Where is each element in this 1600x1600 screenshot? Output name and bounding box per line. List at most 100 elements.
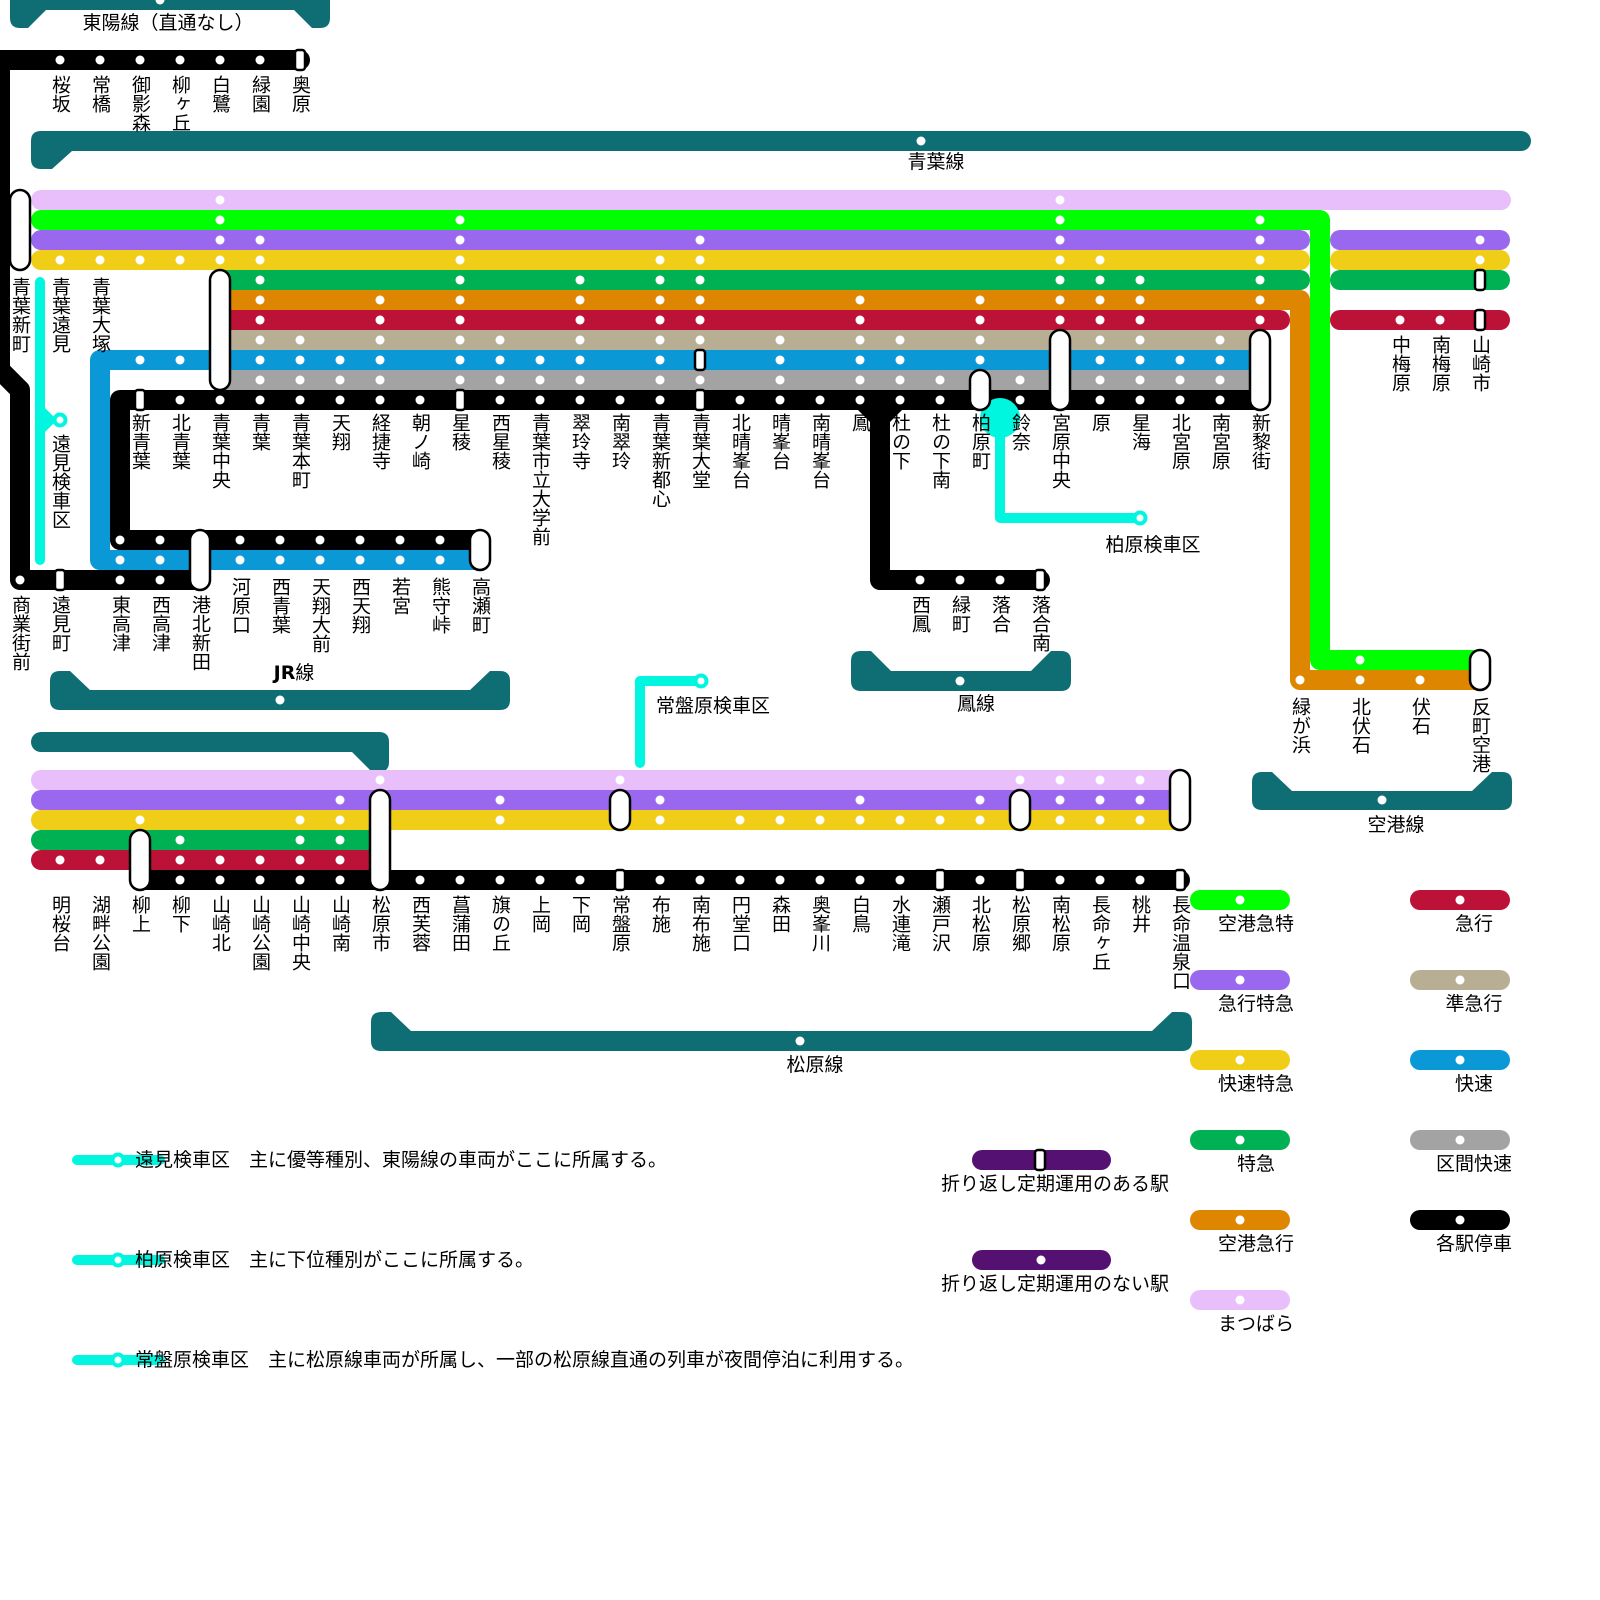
station-label: 杜の下	[889, 413, 911, 470]
station-label: 菖蒲田	[449, 895, 471, 952]
turnback-station-marker	[53, 568, 67, 592]
stop-dot	[915, 575, 925, 585]
legend-swatch-dot	[1235, 975, 1245, 985]
turnback-station-marker	[933, 868, 947, 892]
stop-dot	[695, 295, 705, 305]
turnback-station-marker	[1248, 328, 1272, 412]
stop-dot	[175, 355, 185, 365]
stop-dot	[175, 55, 185, 65]
legend-label-rapid: 快速	[1454, 1073, 1494, 1095]
stop-dot	[315, 555, 325, 565]
station-label: 北松原	[969, 895, 991, 952]
legend-swatch-dot	[1235, 1055, 1245, 1065]
turnback-station-marker	[1473, 308, 1487, 332]
station-label: 青葉大堂	[689, 413, 711, 489]
stop-dot	[335, 795, 345, 805]
station-label: 北伏石	[1349, 697, 1371, 754]
station-markers	[8, 48, 1492, 892]
station-label: 西高津	[149, 595, 171, 652]
stop-dot	[575, 395, 585, 405]
bracket-airport-dot	[1377, 795, 1387, 805]
stop-dot	[175, 855, 185, 865]
station-label: 山崎公園	[249, 895, 271, 971]
stop-dot	[495, 815, 505, 825]
station-label: 新黎街	[1249, 413, 1271, 470]
station-label: 西天翔	[349, 577, 371, 634]
bracket-airport	[1252, 772, 1512, 810]
stop-dot	[295, 855, 305, 865]
stop-dot	[1055, 795, 1065, 805]
turnback-legend-marker	[1033, 1148, 1047, 1172]
stop-dot	[395, 555, 405, 565]
stop-dot	[1135, 375, 1145, 385]
stop-dot	[1135, 275, 1145, 285]
stop-dot	[1255, 215, 1265, 225]
stop-dot	[455, 275, 465, 285]
stop-dot	[1015, 375, 1025, 385]
station-label: 松原郷	[1009, 895, 1031, 952]
station-label: 柏原町	[969, 413, 991, 470]
stop-dot	[855, 815, 865, 825]
stop-dot	[275, 555, 285, 565]
stop-dot	[335, 375, 345, 385]
stop-dot	[695, 335, 705, 345]
depot-legend-description: 主に松原線車両が所属し、一部の松原線直通の列車が夜間停泊に利用する。	[268, 1349, 915, 1371]
line-brackets	[10, 0, 1531, 1051]
station-label: 西鳳	[909, 595, 931, 633]
stop-dot	[95, 855, 105, 865]
service-line-local	[0, 50, 310, 590]
station-label: 湖畔公園	[89, 895, 111, 971]
stop-dot	[535, 875, 545, 885]
depot-legend-description: 主に下位種別がここに所属する。	[249, 1249, 535, 1271]
station-label: 新青葉	[129, 413, 151, 470]
station-label: 森田	[769, 895, 791, 933]
depot-legend-name: 柏原検車区	[135, 1249, 231, 1271]
station-label: 落合	[989, 595, 1011, 633]
line-label-ootori: 鳳線	[956, 693, 996, 715]
station-label: 下岡	[569, 895, 591, 933]
bracket-aoba	[31, 131, 1531, 169]
stop-dot	[235, 555, 245, 565]
station-label: 南布施	[689, 895, 711, 952]
stop-dot	[895, 395, 905, 405]
station-label: 南晴峯台	[809, 413, 831, 489]
service-line-local	[110, 390, 1270, 550]
stop-dot	[375, 315, 385, 325]
stop-dot	[775, 815, 785, 825]
stop-dot	[375, 395, 385, 405]
stop-dot	[1135, 395, 1145, 405]
stop-dot	[695, 315, 705, 325]
stop-dot	[855, 395, 865, 405]
stop-dot	[895, 335, 905, 345]
line-label-aoba: 青葉線	[907, 151, 965, 173]
stop-dot	[1015, 395, 1025, 405]
station-label: 御影森	[129, 75, 151, 132]
service-line-airport-exp	[210, 290, 1490, 690]
stop-dot	[295, 815, 305, 825]
station-label: 杜の下南	[929, 413, 951, 489]
stop-dot	[255, 315, 265, 325]
line-label-toyo: 東陽線（直通なし）	[82, 12, 254, 34]
stop-dot	[255, 235, 265, 245]
stop-dot	[495, 875, 505, 885]
stop-dot	[1095, 775, 1105, 785]
stop-dot	[255, 295, 265, 305]
stop-dot	[215, 195, 225, 205]
stop-dot	[255, 375, 265, 385]
stop-dot	[115, 555, 125, 565]
stop-dot	[295, 335, 305, 345]
stop-dot	[215, 55, 225, 65]
line-label-jr-emphasis: JR	[273, 662, 296, 684]
depot-legend-icon	[110, 1152, 126, 1168]
stop-dot	[1055, 215, 1065, 225]
stop-dot	[775, 395, 785, 405]
stop-dot	[1215, 375, 1225, 385]
stop-dot	[155, 535, 165, 545]
depot-icon-kashiwabara	[1132, 510, 1148, 526]
station-label: 奥原	[289, 75, 311, 113]
station-label: 上岡	[529, 895, 551, 933]
stop-dot	[1295, 675, 1305, 685]
turnback-station-marker	[1008, 788, 1032, 832]
stop-dot	[255, 275, 265, 285]
